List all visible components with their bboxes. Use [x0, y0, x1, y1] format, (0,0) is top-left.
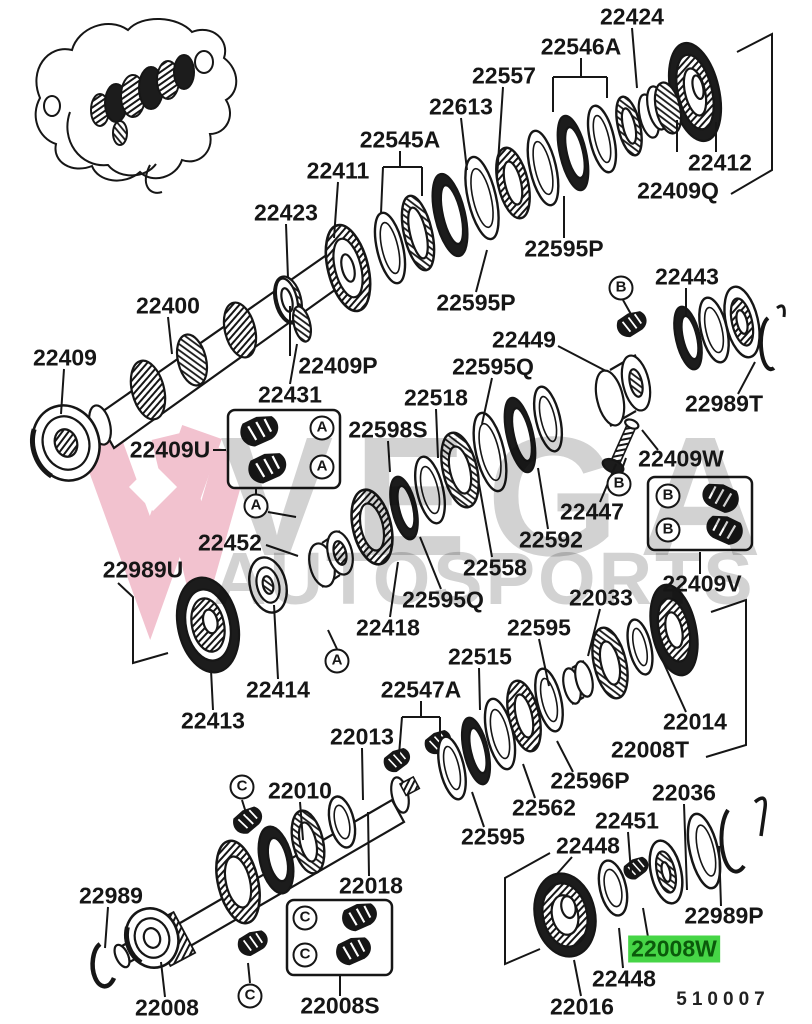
counter-shaft-drawing: [90, 583, 699, 989]
input-shaft-drawing: [30, 41, 723, 482]
part-label-22409U: 22409U: [129, 436, 211, 463]
bracket-22448: [504, 852, 551, 966]
watermark-v-right: [151, 431, 250, 635]
callout-circle-C: C: [229, 774, 255, 800]
part-label-22400: 22400: [136, 292, 200, 319]
part-label-22558: 22558: [463, 554, 527, 581]
part-label-22424: 22424: [600, 3, 664, 30]
callout-circle-A: A: [243, 493, 269, 519]
part-label-22413: 22413: [181, 707, 245, 734]
part-label-22033: 22033: [569, 584, 633, 611]
part-label-22515: 22515: [448, 643, 512, 670]
part-label-22018: 22018: [339, 872, 403, 899]
part-label-22452: 22452: [198, 529, 262, 556]
part-label-22008: 22008: [135, 994, 199, 1021]
part-label-22409P: 22409P: [298, 352, 378, 379]
part-label-22989P: 22989P: [684, 902, 764, 929]
part-label-22562: 22562: [512, 794, 576, 821]
drawing-number: 510007: [676, 989, 770, 1010]
part-label-22595P: 22595P: [524, 235, 604, 262]
first-gear-subassembly-drawing: [533, 796, 768, 958]
part-label-22036: 22036: [652, 779, 716, 806]
callout-circle-B: B: [608, 275, 634, 301]
leader-lines: [60, 27, 773, 998]
part-label-22449: 22449: [492, 326, 556, 353]
callout-circle-A: A: [309, 454, 335, 480]
part-label-22418: 22418: [356, 614, 420, 641]
part-label-22595: 22595: [507, 614, 571, 641]
part-label-22546A: 22546A: [540, 33, 622, 60]
part-label-22431: 22431: [258, 381, 322, 408]
part-label-22411: 22411: [306, 157, 370, 184]
part-label-22595Q: 22595Q: [402, 586, 484, 613]
intermediate-shaft-drawing: [175, 285, 786, 674]
part-label-22412: 22412: [688, 149, 752, 176]
part-label-22016: 22016: [550, 993, 614, 1020]
part-label-22448: 22448: [556, 832, 620, 859]
part-label-22451: 22451: [595, 807, 659, 834]
part-label-22409Q: 22409Q: [637, 177, 719, 204]
bracket-22008t: [705, 598, 747, 758]
part-label-22596P: 22596P: [550, 767, 630, 794]
part-label-22545A: 22545A: [359, 126, 441, 153]
part-label-22595P: 22595P: [436, 289, 516, 316]
callout-circle-C: C: [237, 983, 263, 1009]
part-label-22557: 22557: [472, 62, 536, 89]
part-label-22409W: 22409W: [638, 445, 724, 472]
part-label-22989U: 22989U: [102, 556, 184, 583]
part-label-22595Q: 22595Q: [452, 353, 534, 380]
part-label-22592: 22592: [519, 526, 583, 553]
callout-circle-B: B: [655, 483, 681, 509]
bracket-22989u: [117, 582, 169, 665]
part-label-22448: 22448: [592, 965, 656, 992]
part-label-22008S: 22008S: [300, 992, 380, 1019]
part-label-22613: 22613: [429, 93, 493, 120]
part-label-22447: 22447: [560, 498, 624, 525]
gearbox-housing-inset: [34, 17, 238, 194]
callout-circle-B: B: [606, 471, 632, 497]
part-label-22010: 22010: [268, 777, 332, 804]
part-label-22518: 22518: [404, 384, 468, 411]
part-label-22014: 22014: [663, 708, 727, 735]
part-label-highlighted: 22008W: [628, 935, 720, 963]
part-label-22595: 22595: [461, 823, 525, 850]
callout-circle-C: C: [292, 905, 318, 931]
part-label-22008T: 22008T: [610, 736, 690, 763]
callout-circle-B: B: [655, 517, 681, 543]
bracket-22412: [730, 32, 773, 195]
part-label-22414: 22414: [246, 676, 310, 703]
callout-circle-A: A: [324, 648, 350, 674]
part-label-22989: 22989: [79, 882, 143, 909]
watermark-v-gap: [128, 462, 178, 512]
part-label-22409: 22409: [33, 344, 97, 371]
part-label-22989T: 22989T: [684, 390, 764, 417]
callout-circle-A: A: [309, 415, 335, 441]
part-label-22423: 22423: [254, 199, 318, 226]
callout-circle-C: C: [292, 942, 318, 968]
part-label-22547A: 22547A: [380, 676, 462, 703]
part-label-22598S: 22598S: [348, 416, 428, 443]
part-label-22443: 22443: [655, 263, 719, 290]
part-label-22409V: 22409V: [662, 570, 742, 597]
part-label-22013: 22013: [330, 723, 394, 750]
